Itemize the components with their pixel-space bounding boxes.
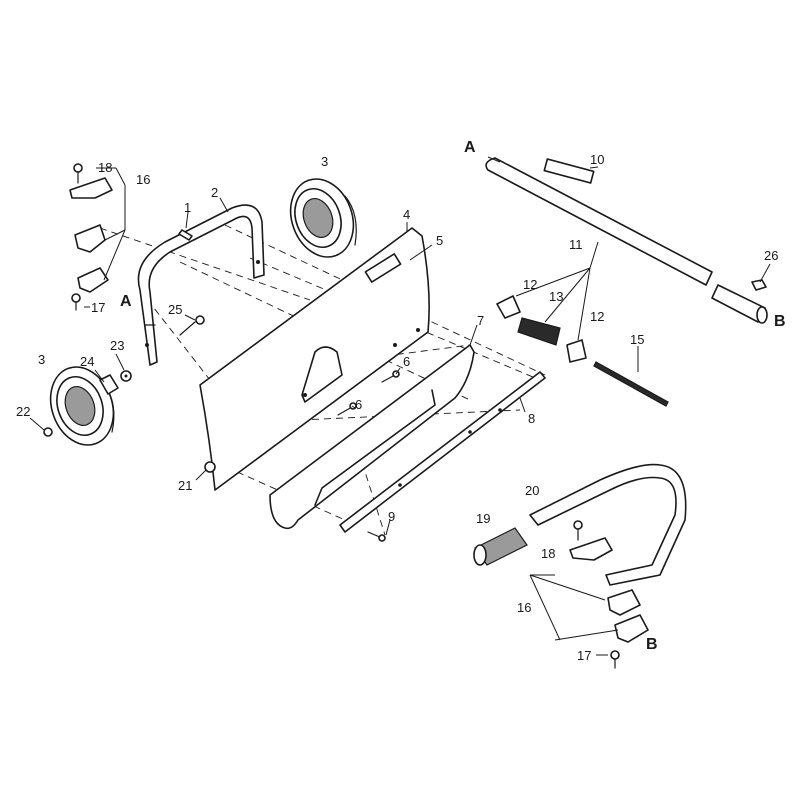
callout-26: 26: [764, 248, 778, 263]
callout-23: 23: [110, 338, 124, 353]
callout-16-right: 16: [517, 600, 531, 615]
callout-17-left: 17: [91, 300, 105, 315]
callout-25: 25: [168, 302, 182, 317]
couplers: [496, 295, 587, 363]
leader-lines: [29, 156, 771, 656]
callout-18-left: 18: [98, 160, 112, 175]
callout-20: 20: [525, 483, 539, 498]
upper-handle-frame: [137, 204, 265, 366]
nut-21: [204, 461, 216, 473]
callout-6-lower: 6: [355, 397, 362, 412]
grip: [473, 527, 528, 566]
handle-extension: [711, 279, 768, 324]
washer-23: [120, 370, 132, 382]
axle-spacer-24: [99, 374, 119, 395]
callout-3-lower: 3: [38, 352, 45, 367]
callout-4: 4: [403, 207, 410, 222]
callout-24: 24: [80, 354, 94, 369]
callout-1: 1: [184, 200, 191, 215]
callout-10: 10: [590, 152, 604, 167]
callout-19: 19: [476, 511, 490, 526]
callout-13: 13: [549, 289, 563, 304]
reference-b-right: B: [774, 313, 786, 330]
threaded-rod: [593, 361, 669, 407]
callout-8: 8: [528, 411, 535, 426]
reinforcement-strip: [339, 371, 546, 533]
callout-7: 7: [477, 313, 484, 328]
reference-a-left: A: [120, 293, 132, 310]
callout-17-right: 17: [577, 648, 591, 663]
carriage-bolt: [179, 315, 205, 336]
deflector-plate: [199, 227, 430, 491]
nut-22: [43, 427, 53, 437]
callout-9: 9: [388, 509, 395, 524]
callout-numbers: 1 2 3 3 4 5 6 6 7 8 9 10 11 12 12 13 15 …: [16, 152, 778, 663]
callout-6-upper: 6: [403, 354, 410, 369]
wheel-lower: [49, 366, 115, 446]
callout-3-upper: 3: [321, 154, 328, 169]
reference-b-bottom: B: [646, 636, 658, 653]
callout-15: 15: [630, 332, 644, 347]
callout-22: 22: [16, 404, 30, 419]
callout-16-left: 16: [136, 172, 150, 187]
callout-21: 21: [178, 478, 192, 493]
reference-a-top: A: [464, 139, 476, 156]
callout-12-left: 12: [523, 277, 537, 292]
bolts-6: [337, 370, 400, 416]
callout-18-right: 18: [541, 546, 555, 561]
reference-letters: A A B B: [120, 139, 786, 653]
callout-12-right: 12: [590, 309, 604, 324]
lower-handle-loop: [529, 463, 687, 586]
left-clamp-assembly: [69, 163, 113, 311]
wheel-upper: [289, 178, 357, 258]
callout-11: 11: [569, 237, 583, 252]
lower-handle-tube: [485, 157, 713, 286]
bolt-9: [367, 531, 386, 542]
pin: [178, 229, 193, 241]
callout-2: 2: [211, 185, 218, 200]
scraper-plate: [269, 344, 475, 530]
callout-5: 5: [436, 233, 443, 248]
right-clamp-assembly: [569, 520, 649, 669]
